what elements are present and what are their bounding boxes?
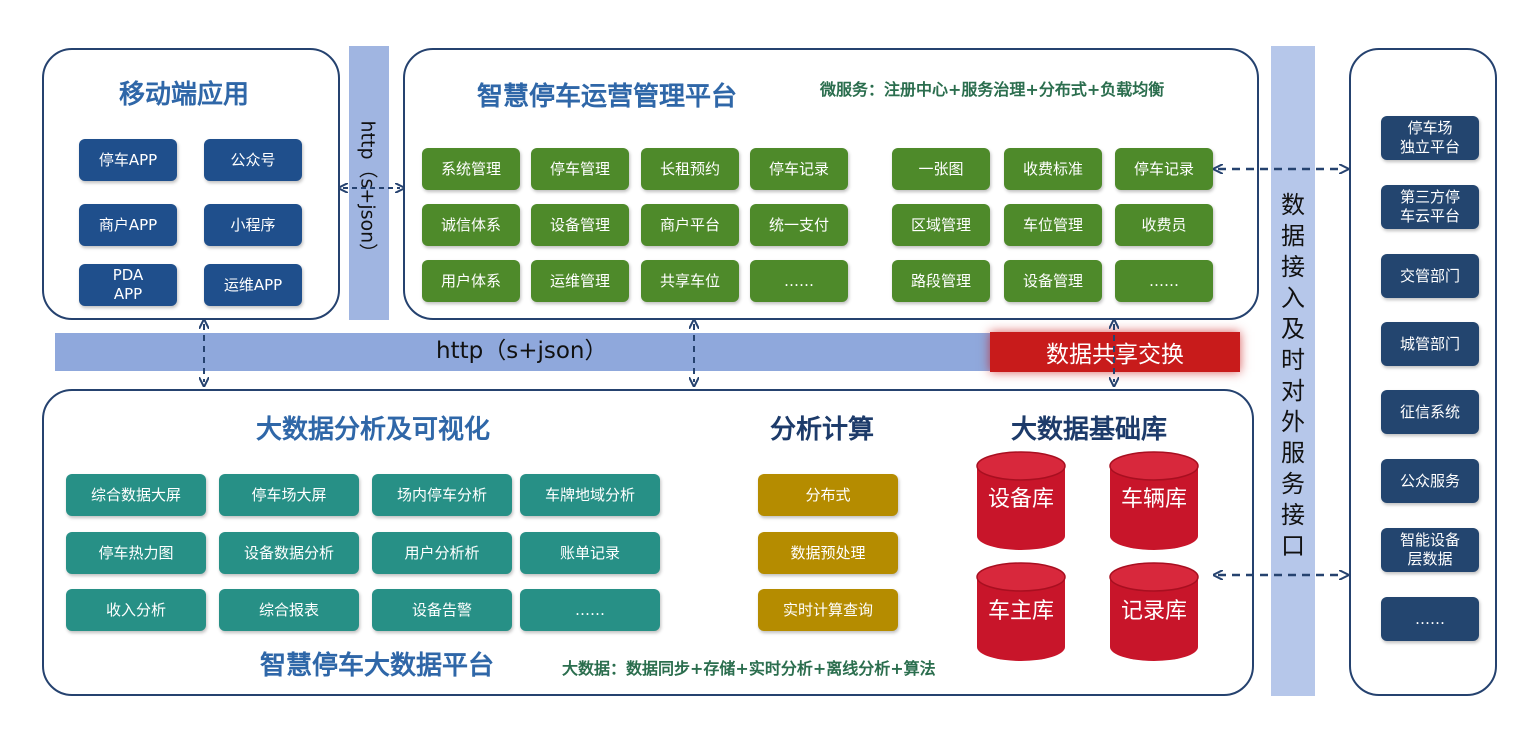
ops-platform-title: 智慧停车运营管理平台	[477, 82, 738, 112]
mobile-item-official-account[interactable]: 公众号	[204, 139, 302, 181]
analysis-item-0[interactable]: 综合数据大屏	[66, 474, 206, 516]
analysis-item-3[interactable]: 车牌地域分析	[520, 474, 660, 516]
db-label-owner: 车主库	[987, 599, 1054, 624]
ops-module-10[interactable]: 共享车位	[641, 260, 739, 302]
external-system-5[interactable]: 公众服务	[1381, 459, 1479, 503]
ops-map-module-2[interactable]: 停车记录	[1115, 148, 1213, 190]
ops-platform-note: 微服务：注册中心+服务治理+分布式+负载均衡	[820, 80, 1165, 99]
mobile-item-merchant-app[interactable]: 商户APP	[79, 204, 177, 246]
ops-module-0[interactable]: 系统管理	[422, 148, 520, 190]
analysis-item-9[interactable]: 综合报表	[219, 589, 359, 631]
mobile-item-mini-program[interactable]: 小程序	[204, 204, 302, 246]
ops-map-module-7[interactable]: 设备管理	[1004, 260, 1102, 302]
ops-module-8[interactable]: 用户体系	[422, 260, 520, 302]
bigdata-footer-note: 大数据：数据同步+存储+实时分析+离线分析+算法	[562, 659, 936, 678]
mobile-apps-title: 移动端应用	[119, 80, 250, 110]
mobile-item-pda-app[interactable]: PDA APP	[79, 264, 177, 306]
ops-module-2[interactable]: 长租预约	[641, 148, 739, 190]
ops-map-module-3[interactable]: 区域管理	[892, 204, 990, 246]
db-label-device: 设备库	[987, 487, 1054, 512]
analysis-item-2[interactable]: 场内停车分析	[372, 474, 512, 516]
ops-map-module-8[interactable]: ……	[1115, 260, 1213, 302]
ops-module-7[interactable]: 统一支付	[750, 204, 848, 246]
mobile-item-parking-app[interactable]: 停车APP	[79, 139, 177, 181]
ops-module-1[interactable]: 停车管理	[531, 148, 629, 190]
mobile-item-ops-app[interactable]: 运维APP	[204, 264, 302, 306]
analysis-item-6[interactable]: 用户分析析	[372, 532, 512, 574]
analysis-item-1[interactable]: 停车场大屏	[219, 474, 359, 516]
compute-item-0[interactable]: 分布式	[758, 474, 898, 516]
analysis-item-11[interactable]: ……	[520, 589, 660, 631]
compute-item-2[interactable]: 实时计算查询	[758, 589, 898, 631]
db-title: 大数据基础库	[1011, 415, 1168, 445]
external-system-1[interactable]: 第三方停 车云平台	[1381, 185, 1479, 229]
analysis-item-10[interactable]: 设备告警	[372, 589, 512, 631]
ops-module-3[interactable]: 停车记录	[750, 148, 848, 190]
external-system-0[interactable]: 停车场 独立平台	[1381, 116, 1479, 160]
ops-map-module-0[interactable]: 一张图	[892, 148, 990, 190]
ops-map-module-1[interactable]: 收费标准	[1004, 148, 1102, 190]
external-system-2[interactable]: 交管部门	[1381, 254, 1479, 298]
external-system-7[interactable]: ……	[1381, 597, 1479, 641]
external-system-6[interactable]: 智能设备 层数据	[1381, 528, 1479, 572]
external-system-4[interactable]: 征信系统	[1381, 390, 1479, 434]
ops-map-module-5[interactable]: 收费员	[1115, 204, 1213, 246]
data-sharing-exchange: 数据共享交换	[990, 332, 1240, 372]
analysis-title: 大数据分析及可视化	[256, 415, 491, 445]
bigdata-footer-title: 智慧停车大数据平台	[260, 651, 495, 681]
ops-module-5[interactable]: 设备管理	[531, 204, 629, 246]
analysis-item-4[interactable]: 停车热力图	[66, 532, 206, 574]
compute-item-1[interactable]: 数据预处理	[758, 532, 898, 574]
analysis-item-8[interactable]: 收入分析	[66, 589, 206, 631]
ops-module-9[interactable]: 运维管理	[531, 260, 629, 302]
db-label-vehicle: 车辆库	[1120, 487, 1187, 512]
analysis-item-7[interactable]: 账单记录	[520, 532, 660, 574]
ops-map-module-6[interactable]: 路段管理	[892, 260, 990, 302]
external-system-3[interactable]: 城管部门	[1381, 322, 1479, 366]
data-interface-bar	[1271, 46, 1315, 696]
ops-module-4[interactable]: 诚信体系	[422, 204, 520, 246]
compute-title: 分析计算	[770, 415, 875, 445]
analysis-item-5[interactable]: 设备数据分析	[219, 532, 359, 574]
ops-module-6[interactable]: 商户平台	[641, 204, 739, 246]
http-bus-label: http（s+json）	[436, 338, 608, 364]
data-interface-label: 数据接入及时对外服务接口	[1281, 191, 1305, 560]
ops-module-11[interactable]: ……	[750, 260, 848, 302]
db-label-record: 记录库	[1120, 599, 1187, 624]
http-vertical-label: http（s+json）	[356, 120, 379, 263]
ops-map-module-4[interactable]: 车位管理	[1004, 204, 1102, 246]
